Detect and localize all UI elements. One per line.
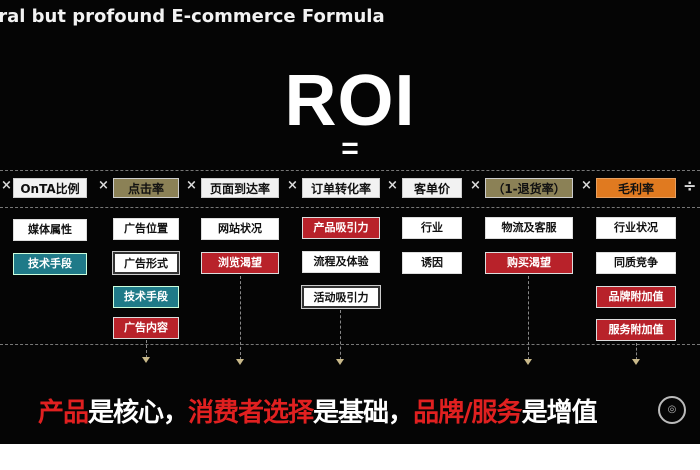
equals-sign: = [341, 132, 359, 165]
header-divider [0, 207, 700, 208]
sub-item: 网站状况 [201, 218, 279, 240]
tagline-text: 是基础， [313, 398, 414, 428]
sub-item: 技术手段 [13, 253, 87, 275]
sub-item: 购买渴望 [485, 252, 573, 274]
down-arrow-icon [142, 357, 150, 363]
sub-item: 行业 [402, 217, 462, 239]
tagline-text: 是核心， [88, 398, 189, 428]
down-arrow-icon [632, 359, 640, 365]
times-operator: × [470, 178, 481, 193]
dashed-connector [240, 276, 241, 360]
dashed-connector [528, 276, 529, 360]
down-arrow-icon [524, 359, 532, 365]
factor-header-margin: 毛利率 [596, 178, 676, 198]
sub-item: 广告内容 [113, 317, 179, 339]
tagline: 产品是核心，消费者选择是基础，品牌/服务是增值 [38, 392, 598, 429]
sub-item: 活动吸引力 [301, 285, 381, 309]
dashed-connector [340, 310, 341, 360]
sub-item: 流程及体验 [302, 251, 380, 273]
sub-item: 技术手段 [113, 286, 179, 308]
factor-header-order-value: 客单价 [402, 178, 462, 198]
bottom-divider [0, 344, 700, 345]
tagline-keyword: 产品 [38, 398, 89, 428]
down-arrow-icon [236, 359, 244, 365]
times-operator: × [287, 178, 298, 193]
sub-item: 广告位置 [113, 218, 179, 240]
sub-item: 行业状况 [596, 217, 676, 239]
factor-header-conversion: 订单转化率 [302, 178, 380, 198]
times-operator: × [581, 178, 592, 193]
sub-item: 同质竞争 [596, 252, 676, 274]
sub-item: 诱因 [402, 252, 462, 274]
times-operator: × [1, 178, 12, 193]
tagline-keyword: 消费者选择 [188, 398, 314, 428]
sub-item: 服务附加值 [596, 319, 676, 341]
sub-item: 浏览渴望 [201, 252, 279, 274]
times-operator: × [186, 178, 197, 193]
times-operator: × [387, 178, 398, 193]
factor-header-return-rate: （1-退货率） [485, 178, 573, 198]
factor-header-arrival: 页面到达率 [201, 178, 279, 198]
top-divider [0, 170, 700, 171]
sub-item: 广告形式 [112, 251, 180, 275]
divide-operator: ÷ [683, 176, 697, 195]
factor-header-ctr: 点击率 [113, 178, 179, 198]
tagline-text: 是增值 [521, 398, 598, 428]
dashed-connector [636, 343, 637, 360]
slide-title: eral but profound E-commerce Formula [0, 6, 385, 27]
sub-item: 媒体属性 [13, 219, 87, 241]
down-arrow-icon [336, 359, 344, 365]
dashed-connector [146, 340, 147, 358]
watermark-icon: ◎ [658, 396, 686, 424]
factor-header-onta: OnTA比例 [13, 178, 87, 198]
times-operator: × [98, 178, 109, 193]
sub-item: 品牌附加值 [596, 286, 676, 308]
sub-item: 物流及客服 [485, 217, 573, 239]
slide: eral but profound E-commerce Formula ROI… [0, 0, 700, 444]
roi-heading: ROI [284, 61, 416, 141]
sub-item: 产品吸引力 [302, 217, 380, 239]
tagline-keyword: 品牌/服务 [413, 398, 522, 428]
